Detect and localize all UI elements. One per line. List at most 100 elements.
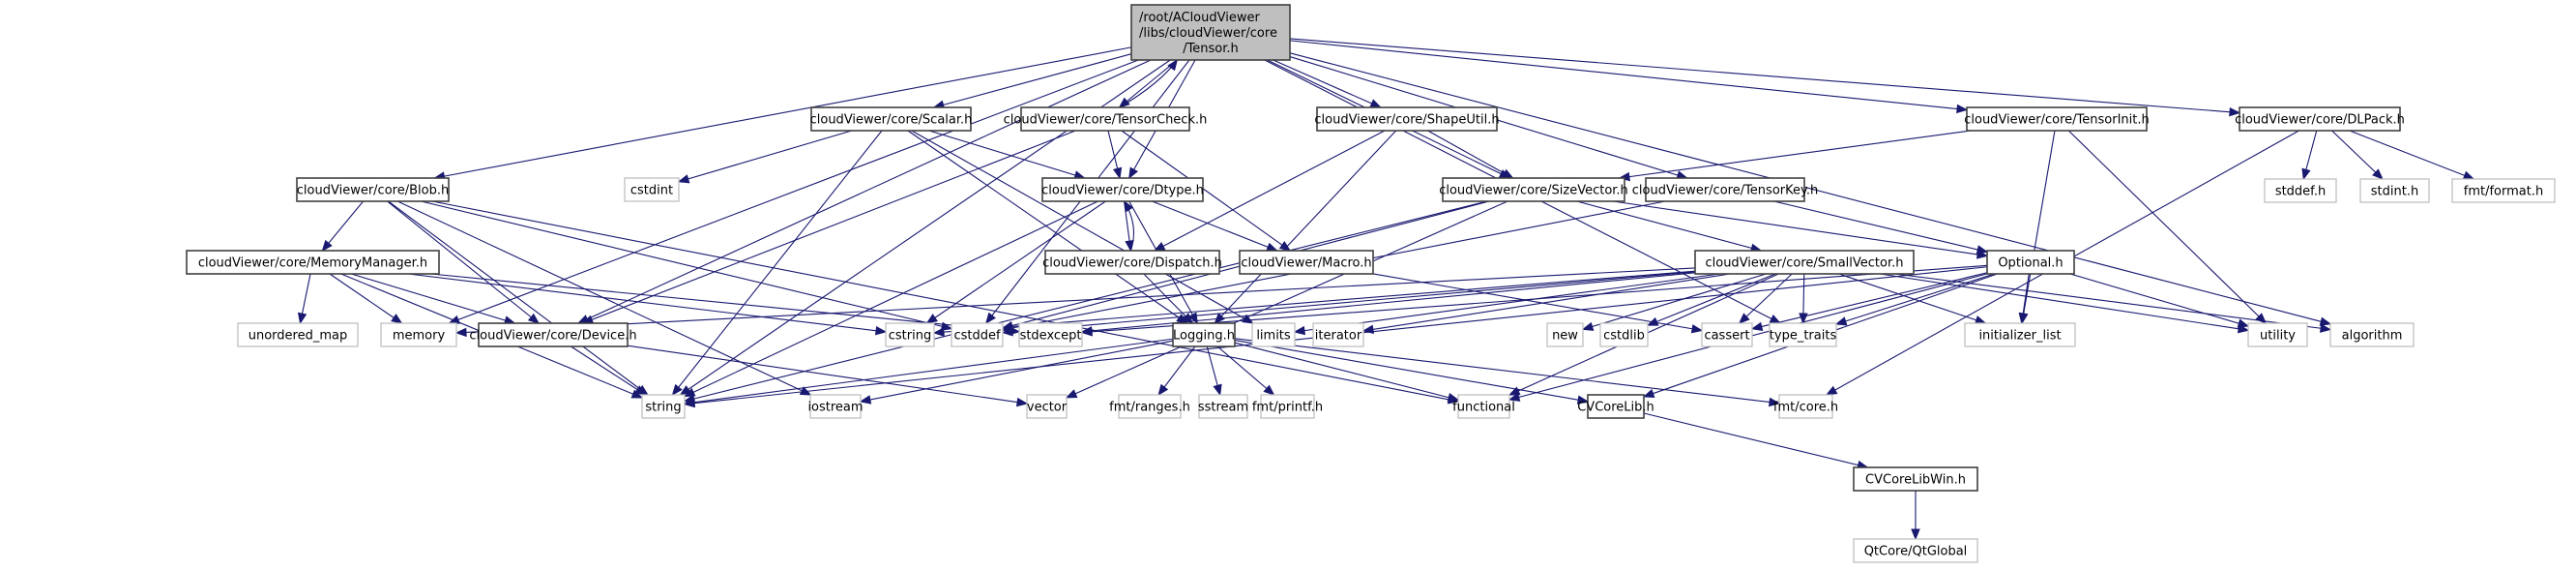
- node-label-unordered_map: unordered_map: [249, 329, 348, 344]
- node-macro[interactable]: cloudViewer/Macro.h: [1239, 250, 1374, 275]
- node-fmt_printf: fmt/printf.h: [1252, 394, 1323, 419]
- edge-tensor-to-scalar: [933, 53, 1132, 108]
- edge-tensor-to-tensorcheck: [1119, 59, 1178, 108]
- edge-dtype-to-macro: [1152, 200, 1277, 252]
- node-box-sstream: [1198, 394, 1248, 419]
- edge-logging-to-fmt_core: [1234, 338, 1780, 405]
- node-box-device: [478, 322, 629, 347]
- edge-blob-to-cstddef: [421, 200, 952, 330]
- node-cassert: cassert: [1701, 322, 1753, 347]
- edge-memorymanager-to-stdexcept: [430, 273, 1020, 333]
- node-box-vector: [1026, 394, 1068, 419]
- node-box-tensorcheck: [1020, 106, 1190, 132]
- edge-scalar-to-limits: [911, 130, 1253, 324]
- node-tensorkey[interactable]: cloudViewer/core/TensorKey.h: [1632, 177, 1818, 202]
- nodes-layer: /root/ACloudViewer/libs/cloudViewer/core…: [186, 4, 2556, 563]
- node-tensorcheck[interactable]: cloudViewer/core/TensorCheck.h: [1004, 106, 1208, 132]
- node-label-memorymanager: cloudViewer/core/MemoryManager.h: [198, 256, 427, 271]
- node-label-tensor: /libs/cloudViewer/core: [1139, 26, 1277, 41]
- edge-smallvector-to-initializer_list: [1838, 273, 1986, 324]
- node-memorymanager[interactable]: cloudViewer/core/MemoryManager.h: [186, 250, 440, 275]
- arrowhead-smallvector-to-cassert: [1738, 313, 1750, 324]
- edge-dtype-to-cstring: [926, 200, 1106, 324]
- node-stdint_h: stdint.h: [2359, 178, 2430, 203]
- edge-memorymanager-to-memory: [329, 273, 402, 324]
- node-label-cvcorelibwin: CVCoreLibWin.h: [1865, 473, 1966, 488]
- node-functional: functional: [1452, 394, 1515, 419]
- node-tensor[interactable]: /root/ACloudViewer/libs/cloudViewer/core…: [1130, 4, 1291, 61]
- node-logging[interactable]: Logging.h: [1172, 322, 1236, 347]
- node-box-string: [641, 394, 686, 419]
- node-label-dispatch: cloudViewer/core/Dispatch.h: [1042, 256, 1222, 271]
- node-label-blob: cloudViewer/core/Blob.h: [297, 184, 449, 198]
- arrowhead-logging-to-fmt_ranges: [1157, 383, 1169, 397]
- arrowhead-smallvector-to-cstring: [932, 327, 945, 337]
- edge-logging-to-iostream: [860, 340, 1174, 403]
- node-smallvector[interactable]: cloudViewer/core/SmallVector.h: [1694, 250, 1915, 275]
- arrowhead-dispatch-to-dtype: [1123, 199, 1134, 213]
- arrowhead-logging-to-fmt_core: [1769, 397, 1781, 407]
- arrowhead-smallvector-to-cstdlib: [1646, 316, 1659, 326]
- node-dispatch[interactable]: cloudViewer/core/Dispatch.h: [1042, 250, 1222, 275]
- edge-scalar-to-logging: [907, 130, 1187, 324]
- node-cvcorelibwin[interactable]: CVCoreLibWin.h: [1853, 466, 1978, 492]
- node-vector: vector: [1026, 394, 1068, 419]
- edge-optional-to-type_traits: [1835, 273, 1995, 325]
- node-label-tensorkey: cloudViewer/core/TensorKey.h: [1632, 184, 1818, 198]
- node-label-scalar: cloudViewer/core/Scalar.h: [810, 113, 973, 128]
- node-iterator: iterator: [1312, 322, 1364, 347]
- edge-tensor-to-device: [577, 59, 1152, 324]
- edge-tensor-to-tensorinit: [1289, 40, 1968, 111]
- node-label-cstdint: cstdint: [630, 184, 673, 198]
- node-label-string: string: [645, 401, 681, 415]
- edge-tensor-to-blob: [434, 46, 1132, 179]
- node-sizevector[interactable]: cloudViewer/core/SizeVector.h: [1439, 177, 1628, 202]
- node-box-limits: [1251, 322, 1296, 347]
- edge-logging-to-fmt_printf: [1216, 345, 1274, 396]
- arrowhead-dtype-to-string: [683, 387, 696, 398]
- edge-blob-to-functional: [431, 200, 1459, 403]
- node-shapeutil[interactable]: cloudViewer/core/ShapeUtil.h: [1314, 106, 1500, 132]
- node-label-tensor: /Tensor.h: [1183, 42, 1239, 56]
- edge-optional-to-cassert: [1751, 272, 1988, 330]
- node-box-tensorinit: [1966, 106, 2148, 132]
- node-box-sizevector: [1442, 177, 1625, 202]
- arrowhead-logging-to-functional: [1447, 393, 1460, 403]
- edge-macro-to-cassert: [1372, 273, 1703, 332]
- arrowhead-tensor-to-dlpack: [2229, 106, 2241, 117]
- node-label-sizevector: cloudViewer/core/SizeVector.h: [1439, 184, 1628, 198]
- node-label-fmt_format: fmt/format.h: [2464, 185, 2543, 199]
- node-optional[interactable]: Optional.h: [1986, 250, 2075, 275]
- node-cvcorelib[interactable]: CVCoreLib.h: [1577, 394, 1654, 419]
- node-blob[interactable]: cloudViewer/core/Blob.h: [296, 177, 450, 202]
- node-box-fmt_ranges: [1118, 394, 1182, 419]
- node-label-dlpack: cloudViewer/core/DLPack.h: [2235, 113, 2405, 128]
- edge-tensorcheck-to-device: [582, 130, 1076, 324]
- node-label-fmt_printf: fmt/printf.h: [1252, 401, 1323, 415]
- arrowhead-logging-to-sstream: [1213, 383, 1222, 397]
- node-device[interactable]: cloudViewer/core/Device.h: [469, 322, 637, 347]
- node-box-shapeutil: [1316, 106, 1498, 132]
- node-box-dispatch: [1044, 250, 1220, 275]
- arrowhead-memorymanager-to-string: [630, 389, 644, 399]
- node-box-new: [1546, 322, 1584, 347]
- node-type_traits: type_traits: [1769, 322, 1837, 347]
- node-algorithm: algorithm: [2329, 322, 2415, 347]
- node-box-utility: [2247, 322, 2308, 347]
- node-label-device: cloudViewer/core/Device.h: [469, 329, 636, 344]
- node-initializer_list: initializer_list: [1964, 322, 2076, 347]
- node-scalar[interactable]: cloudViewer/core/Scalar.h: [810, 106, 973, 132]
- edge-scalar-to-dtype: [928, 130, 1085, 179]
- node-new: new: [1546, 322, 1584, 347]
- arrowhead-tensorcheck-to-tensor: [1167, 58, 1179, 72]
- node-tensorinit[interactable]: cloudViewer/core/TensorInit.h: [1964, 106, 2150, 132]
- arrowhead-smallvector-to-algorithm: [2319, 323, 2332, 333]
- arrowhead-memorymanager-to-unordered_map: [297, 312, 307, 325]
- edge-scalar-to-cstdint: [678, 130, 852, 183]
- node-dtype[interactable]: cloudViewer/core/Dtype.h: [1041, 177, 1204, 202]
- node-label-stdexcept: stdexcept: [1020, 329, 1082, 344]
- node-dlpack[interactable]: cloudViewer/core/DLPack.h: [2235, 106, 2405, 132]
- node-box-dtype: [1041, 177, 1204, 202]
- node-label-cstdlib: cstdlib: [1603, 329, 1645, 344]
- arrowhead-tensor-to-shapeutil: [1369, 99, 1383, 108]
